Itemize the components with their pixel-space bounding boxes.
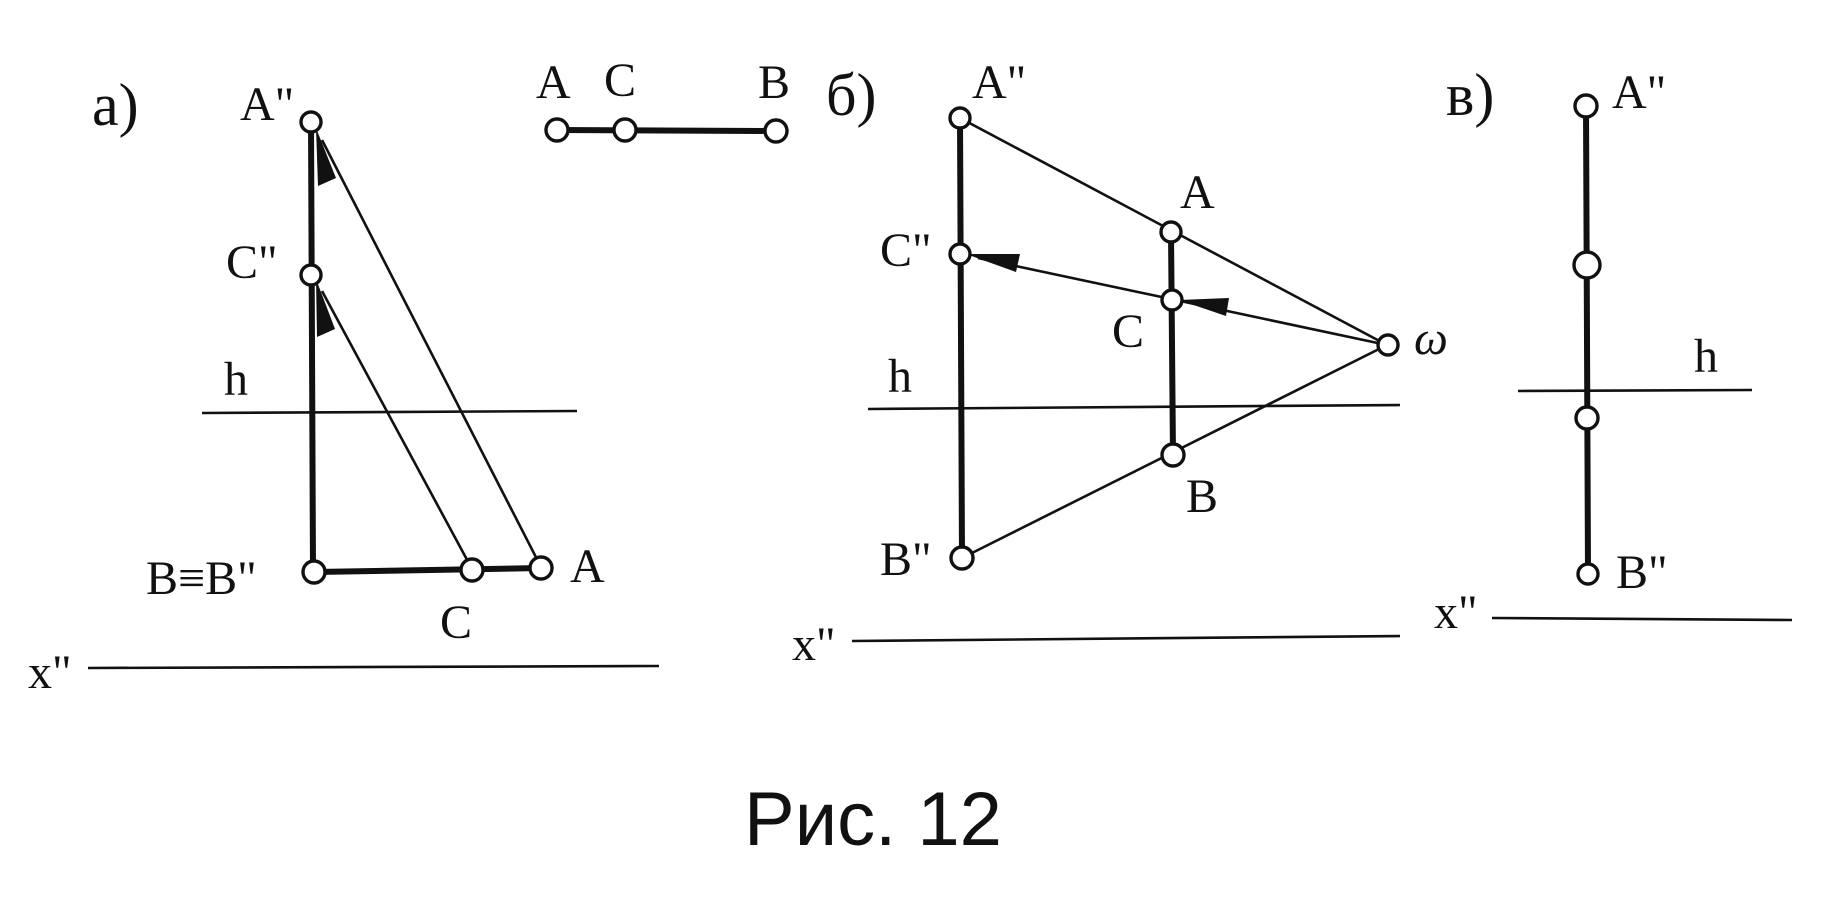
a-label-a2: A" [240, 78, 294, 131]
b-vertical-right [1168, 229, 1176, 459]
v-point-b2 [1576, 562, 1600, 586]
a-x-line [87, 664, 660, 670]
a-point-c2 [299, 263, 323, 287]
b-label-a: A [1180, 166, 1215, 219]
v-label-x: x" [1434, 586, 1478, 639]
b-label-c: C [1112, 305, 1144, 358]
b-point-c2 [948, 242, 972, 266]
panel-b: б) A" C" h B" A C B ω x" [792, 56, 1448, 671]
b-label-x: x" [792, 618, 836, 671]
b-arrow-c2 [966, 254, 1020, 272]
a-top-segment-line [554, 127, 779, 134]
b-label-b: B [1186, 470, 1218, 523]
a-label-b-b2: B≡B" [146, 552, 257, 605]
v-label-a2: A" [1612, 66, 1666, 119]
a-point-a2 [299, 110, 323, 134]
panel-v-tag: в) [1446, 62, 1494, 128]
panel-a: а) A" C" h B≡B" C A x" [28, 54, 790, 699]
a-point-c [459, 557, 485, 583]
a-label-x: x" [28, 646, 72, 699]
v-point-a2 [1573, 93, 1599, 119]
b-label-c2: C" [880, 224, 932, 277]
b-h-line [867, 403, 1401, 411]
a-top-point-c [612, 117, 638, 143]
b-arrow-c [1179, 298, 1229, 316]
figure-caption: Рис. 12 [744, 777, 1002, 862]
a-top-segment: A C B [536, 54, 790, 144]
a-label-c: C [440, 596, 472, 649]
b-point-a2 [948, 106, 972, 130]
v-h-line [1517, 388, 1753, 393]
a-top-label-a: A [536, 56, 571, 109]
b-point-omega [1376, 333, 1400, 357]
a-label-a: A [570, 540, 605, 593]
a-arrow-c [316, 279, 335, 337]
b-label-b2: B" [880, 533, 932, 586]
v-point-mid-lower [1574, 405, 1600, 431]
a-top-label-c: C [604, 54, 636, 107]
a-ray-c [320, 290, 474, 570]
b-label-omega: ω [1414, 312, 1448, 365]
b-point-b [1160, 442, 1186, 468]
a-ray-a [320, 139, 543, 568]
panel-a-tag: а) [92, 72, 139, 138]
v-label-b2: B" [1616, 546, 1668, 599]
a-top-point-b [763, 118, 789, 144]
b-label-a2: A" [972, 56, 1026, 109]
b-x-line [851, 634, 1401, 643]
a-point-b [301, 559, 327, 585]
a-bottom-line [312, 565, 544, 575]
a-vertical-line [308, 119, 316, 575]
a-h-line [201, 409, 578, 415]
a-top-point-a [544, 117, 570, 143]
v-label-h: h [1694, 330, 1718, 383]
a-label-h: h [224, 353, 248, 406]
v-vertical-line [1583, 103, 1591, 577]
panel-v: в) A" h B" x" [1434, 62, 1793, 639]
v-point-mid-upper [1572, 250, 1602, 280]
v-x-line [1491, 616, 1793, 622]
b-point-c [1160, 288, 1184, 312]
a-point-a [528, 555, 554, 581]
panel-b-tag: б) [826, 62, 877, 128]
b-vertical-left [957, 115, 965, 561]
a-top-label-b: B [758, 56, 790, 109]
b-label-h: h [888, 350, 912, 403]
b-point-a [1159, 220, 1183, 244]
a-arrow-a [316, 128, 336, 186]
a-label-c2: C" [226, 236, 278, 289]
b-point-b2 [949, 545, 975, 571]
